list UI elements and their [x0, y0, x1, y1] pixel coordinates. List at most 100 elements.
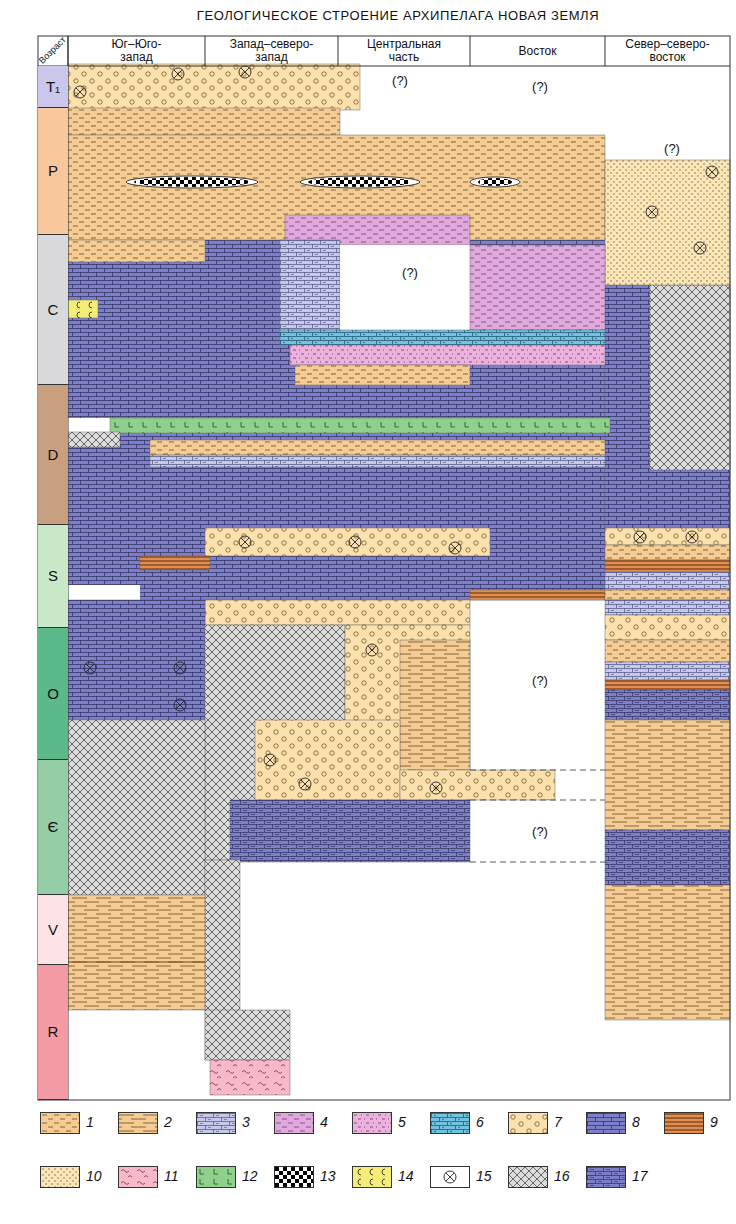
- legend-number: 13: [320, 1168, 336, 1184]
- age-cell: R: [38, 965, 68, 1100]
- rock-unit: [605, 160, 730, 285]
- rock-unit: [650, 285, 730, 470]
- rock-unit: [605, 885, 730, 1020]
- rock-unit: [290, 345, 605, 365]
- legend-number: 8: [632, 1114, 640, 1130]
- rock-pattern: [605, 885, 730, 1020]
- fauna-symbol: [264, 754, 276, 766]
- swatch-pattern: [509, 1113, 548, 1134]
- dashed-line: [470, 770, 605, 771]
- fauna-symbol: [634, 531, 646, 543]
- age-label: P: [48, 163, 58, 179]
- rock-unit: [68, 720, 205, 895]
- age-cell: S: [38, 525, 68, 628]
- age-label: C: [48, 302, 59, 318]
- rock-unit: [205, 1010, 290, 1060]
- rock-pattern: [68, 240, 205, 262]
- age-cell: C: [38, 235, 68, 385]
- rock-unit: [470, 245, 605, 330]
- legend-swatch: [352, 1112, 392, 1134]
- legend-swatch: [352, 1166, 392, 1188]
- rock-pattern: [400, 770, 555, 800]
- fauna-symbol: [299, 778, 311, 790]
- rock-unit: [210, 1060, 290, 1095]
- rock-unit: [340, 245, 470, 330]
- legend-number: 10: [86, 1168, 102, 1184]
- rock-pattern: [280, 240, 340, 330]
- fauna-symbol: [172, 68, 184, 80]
- swatch-pattern: [431, 1167, 470, 1188]
- uncertain-mark: (?): [531, 824, 549, 839]
- rock-unit: [68, 64, 360, 110]
- rock-pattern: [68, 64, 360, 110]
- legend-swatch: [508, 1166, 548, 1188]
- rock-pattern: [210, 1060, 290, 1095]
- coal-lens: [134, 177, 250, 187]
- fauna-symbol: [694, 242, 706, 254]
- coal-lens: [308, 177, 412, 187]
- legend-number: 17: [632, 1168, 648, 1184]
- swatch-pattern: [587, 1113, 626, 1134]
- rock-pattern: [68, 300, 98, 318]
- header-text: Восток: [519, 45, 557, 58]
- rock-pattern: [68, 235, 605, 600]
- rock-pattern: [110, 418, 610, 433]
- swatch-pattern: [41, 1113, 80, 1134]
- rock-pattern: [68, 108, 340, 135]
- rock-pattern: [605, 600, 730, 615]
- rock-pattern: [150, 440, 605, 455]
- legend-number: 14: [398, 1168, 414, 1184]
- uncertain-mark: (?): [663, 141, 681, 156]
- fauna-symbol: [239, 66, 251, 78]
- rock-unit: [605, 528, 730, 545]
- rock-pattern: [605, 560, 730, 572]
- rock-pattern: [605, 160, 730, 285]
- swatch-pattern: [41, 1167, 80, 1188]
- uncertain-mark: (?): [531, 673, 549, 688]
- swatch-pattern: [353, 1113, 392, 1134]
- fauna-symbol: [174, 699, 186, 711]
- legend-swatch: [118, 1166, 158, 1188]
- fauna-symbol: [449, 542, 461, 554]
- rock-unit: [605, 560, 730, 572]
- rock-pattern: [605, 720, 730, 830]
- rock-unit: [605, 545, 730, 560]
- legend-swatch: [118, 1112, 158, 1134]
- rock-unit: [68, 418, 110, 432]
- age-label: D: [48, 447, 59, 463]
- legend-swatch: [196, 1112, 236, 1134]
- legend-number: 12: [242, 1168, 258, 1184]
- fauna-symbol: [686, 531, 698, 543]
- rock-pattern: [230, 800, 470, 862]
- header-text: Юг–Юго-запад: [102, 38, 172, 63]
- fauna-symbol: [646, 206, 658, 218]
- age-label: Є: [48, 819, 59, 835]
- swatch-pattern: [119, 1167, 158, 1188]
- rock-pattern: [605, 590, 730, 600]
- rock-pattern: [605, 285, 730, 528]
- fauna-symbol: [174, 662, 186, 674]
- age-label: T₁: [46, 79, 60, 95]
- age-cell: O: [38, 628, 68, 760]
- rock-pattern: [470, 245, 605, 330]
- dashed-line: [470, 862, 605, 863]
- rock-unit: [400, 640, 470, 790]
- rock-pattern: [205, 528, 490, 556]
- legend-number: 5: [398, 1114, 406, 1130]
- age-cell: P: [38, 108, 68, 235]
- age-label: V: [48, 922, 58, 938]
- rock-unit: [605, 640, 730, 662]
- rock-unit: [295, 365, 470, 385]
- legend-number: 11: [164, 1168, 179, 1184]
- rock-unit: [68, 235, 605, 600]
- rock-unit: [605, 590, 730, 600]
- column-header: Восток: [470, 36, 605, 66]
- rock-pattern: [605, 690, 730, 720]
- legend-swatch: [586, 1166, 626, 1188]
- rock-pattern: [605, 572, 730, 590]
- rock-pattern: [140, 556, 210, 570]
- rock-unit: [605, 600, 730, 615]
- rock-pattern: [605, 640, 730, 662]
- legend-swatch: [586, 1112, 626, 1134]
